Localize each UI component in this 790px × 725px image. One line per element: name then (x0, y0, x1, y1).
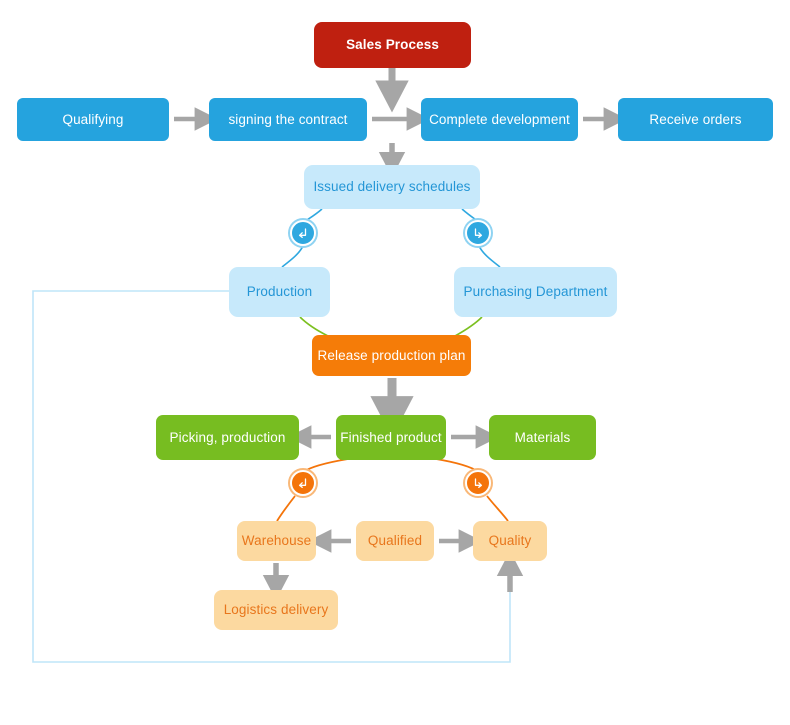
node-label: Qualified (367, 533, 423, 549)
node-label: Receive orders (649, 111, 742, 127)
node-finished-product[interactable]: Finished product (336, 415, 446, 460)
node-picking-production[interactable]: Picking, production (156, 415, 299, 460)
node-qualified[interactable]: Qualified (356, 521, 434, 561)
node-materials[interactable]: Materials (489, 415, 596, 460)
node-signing-the-contract[interactable]: signing the contract (209, 98, 367, 141)
elbow-arrow-right-icon[interactable] (465, 220, 491, 246)
node-issued-delivery-schedules[interactable]: Issued delivery schedules (304, 165, 480, 209)
node-sales-process[interactable]: Sales Process (314, 22, 471, 68)
node-label: Purchasing Department (463, 284, 608, 300)
node-production[interactable]: Production (229, 267, 330, 317)
elbow-arrow-left-icon[interactable] (290, 470, 316, 496)
node-label: Production (246, 284, 313, 300)
node-label: Warehouse (241, 533, 312, 549)
node-complete-development[interactable]: Complete development (421, 98, 578, 141)
node-quality[interactable]: Quality (473, 521, 547, 561)
elbow-arrow-left-icon[interactable] (290, 220, 316, 246)
node-label: Finished product (340, 429, 442, 445)
node-logistics-delivery[interactable]: Logistics delivery (214, 590, 338, 630)
edge-production-to-plan (299, 316, 329, 337)
node-release-production-plan[interactable]: Release production plan (312, 335, 471, 376)
node-label: Issued delivery schedules (313, 179, 471, 195)
node-label: Release production plan (317, 347, 466, 363)
node-warehouse[interactable]: Warehouse (237, 521, 316, 561)
node-purchasing-department[interactable]: Purchasing Department (454, 267, 617, 317)
node-label: Qualifying (62, 111, 124, 127)
node-label: Complete development (429, 111, 570, 127)
elbow-arrow-right-icon[interactable] (465, 470, 491, 496)
edge-purchasing-to-plan (454, 316, 483, 337)
node-receive-orders[interactable]: Receive orders (618, 98, 773, 141)
node-qualifying[interactable]: Qualifying (17, 98, 169, 141)
node-label: signing the contract (228, 111, 348, 127)
node-label: Materials (514, 429, 571, 445)
node-label: Logistics delivery (223, 602, 329, 618)
node-label: Quality (488, 533, 532, 549)
node-label: Sales Process (346, 37, 439, 53)
node-label: Picking, production (169, 429, 286, 445)
